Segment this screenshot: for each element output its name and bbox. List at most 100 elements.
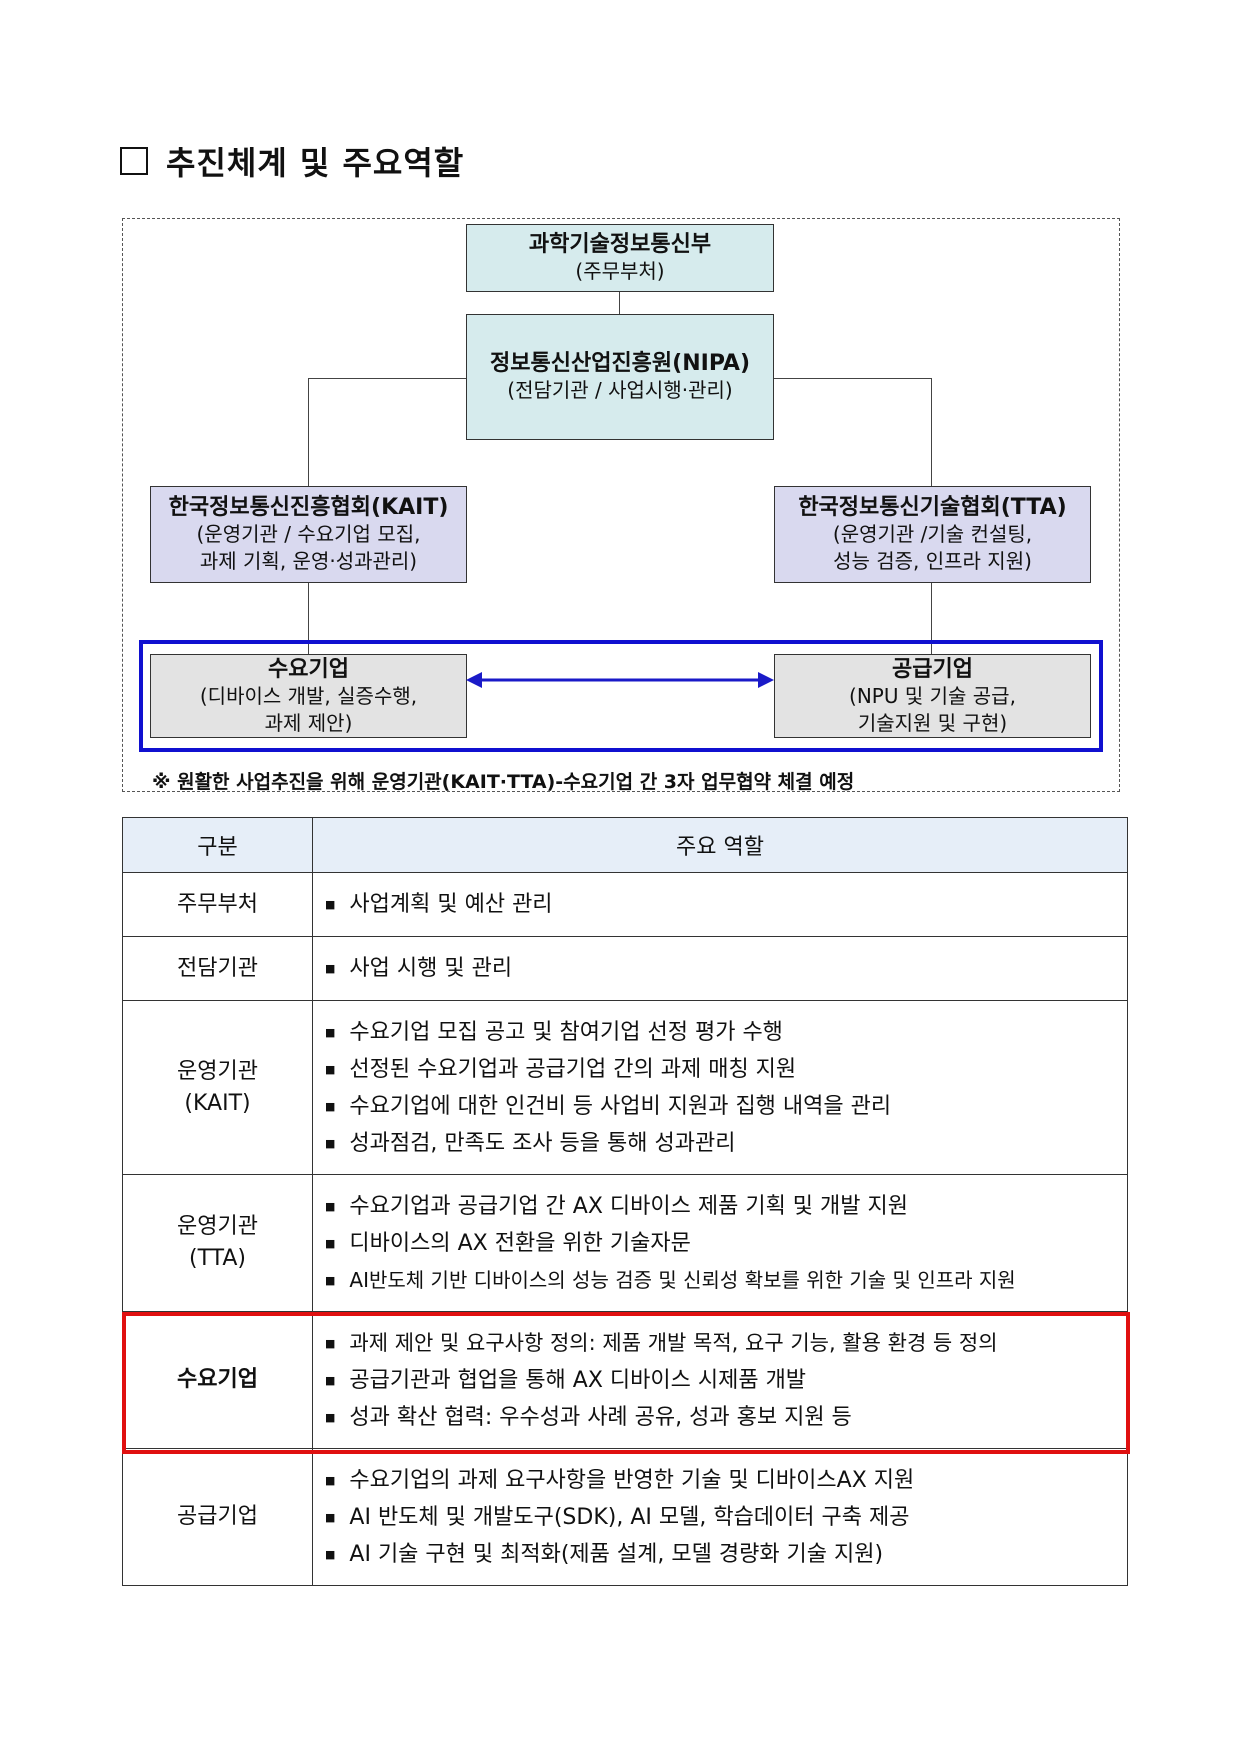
demand-role-line1: (디바이스 개발, 실증수행, — [199, 683, 418, 708]
list-item: ■ 사업 시행 및 관리 — [325, 950, 1117, 987]
table-row: 수요기업 ■ 과제 제안 및 요구사항 정의: 제품 개발 목적, 요구 기능, 활… — [122, 1311, 1128, 1449]
list-item: ■ 디바이스의 AX 전환을 위한 기술자문 — [325, 1225, 1117, 1262]
tta-role-line1: (운영기관 /기술 컨설팅, — [832, 522, 1033, 546]
roles-cell: ■사업계획 및 예산 관리 — [312, 872, 1128, 937]
list-item: ■ 과제 제안 및 요구사항 정의: 제품 개발 목적, 요구 기능, 활용 환경… — [325, 1325, 1117, 1362]
square-bullet-icon: ■ — [325, 1236, 336, 1250]
category-cell: 수요기업 — [122, 1311, 313, 1449]
demand-name: 수요기업 — [268, 656, 349, 682]
roles-list: ■ 수요기업의 과제 요구사항을 반영한 기술 및 디바이스AX 지원 ■AI 반도… — [325, 1462, 1117, 1573]
list-item: ■AI 반도체 및 개발도구(SDK), AI 모델, 학습데이터 구축 제공 — [325, 1499, 1117, 1536]
tta-name: 한국정보통신기술협회(TTA) — [798, 495, 1067, 520]
role-text: 선정된 수요기업과 공급기업 간의 과제 매칭 지원 — [349, 1056, 797, 1082]
square-bullet-icon: ■ — [325, 1510, 336, 1524]
kait-role-line1: (운영기관 / 수요기업 모집, — [196, 522, 421, 546]
role-text: 디바이스의 AX 전환을 위한 기술자문 — [349, 1230, 691, 1256]
connector-tta-supply — [931, 583, 932, 654]
square-bullet-icon: ■ — [325, 1336, 336, 1350]
supply-role-line1: (NPU 및 기술 공급, — [849, 683, 1016, 708]
role-text: 사업 시행 및 관리 — [349, 956, 513, 981]
msit-box: 과학기술정보통신부 (주무부처) — [466, 224, 774, 292]
tta-role-line2: 성능 검증, 인프라 지원) — [833, 549, 1032, 573]
connector-nipa-right — [774, 378, 932, 379]
list-item: ■ AI 기술 구현 및 최적화(제품 설계, 모델 경량화 기술 지원) — [325, 1536, 1117, 1573]
demand-box: 수요기업 (디바이스 개발, 실증수행, 과제 제안) — [150, 654, 467, 738]
category-text: 공급기업 — [177, 1504, 258, 1529]
table-row: 전담기관 ■ 사업 시행 및 관리 — [122, 936, 1128, 1001]
org-diagram-frame — [122, 218, 1120, 792]
nipa-name: 정보통신산업진흥원(NIPA) — [490, 351, 750, 376]
category-cell: 운영기관 (KAIT) — [122, 1000, 313, 1175]
table-row: 운영기관 (TTA) ■ 수요기업과 공급기업 간 AX 디바이스 제품 기획 및 개… — [122, 1174, 1128, 1312]
category-text: 전담기관 — [177, 955, 258, 981]
roles-list: ■사업계획 및 예산 관리 — [325, 886, 1117, 923]
role-text: 수요기업의 과제 요구사항을 반영한 기술 및 디바이스AX 지원 — [349, 1467, 915, 1493]
square-bullet-icon: ■ — [325, 1547, 336, 1561]
category-cell: 공급기업 — [122, 1448, 313, 1586]
roles-list: ■ 수요기업 모집 공고 및 참여기업 선정 평가 수행 ■ 선정된 수요기업과 공급… — [325, 1014, 1117, 1162]
role-text: 수요기업에 대한 인건비 등 사업비 지원과 집행 내역을 관리 — [349, 1093, 892, 1119]
roles-list: ■ 과제 제안 및 요구사항 정의: 제품 개발 목적, 요구 기능, 활용 환경… — [325, 1325, 1117, 1436]
supply-box: 공급기업 (NPU 및 기술 공급, 기술지원 및 구현) — [774, 654, 1091, 738]
list-item: ■사업계획 및 예산 관리 — [325, 886, 1117, 923]
category-text: (KAIT) — [184, 1090, 251, 1116]
category-text: 운영기관 — [177, 1214, 258, 1239]
msit-name: 과학기술정보통신부 — [528, 232, 712, 257]
category-cell: 전담기관 — [122, 936, 313, 1001]
connector-msit-nipa — [619, 292, 620, 314]
kait-box: 한국정보통신진흥협회(KAIT) (운영기관 / 수요기업 모집, 과제 기획,… — [150, 486, 467, 583]
role-text: 공급기관과 협업을 통해 AX 디바이스 시제품 개발 — [349, 1367, 807, 1393]
supply-name: 공급기업 — [892, 656, 973, 682]
list-item: ■ 수요기업에 대한 인건비 등 사업비 지원과 집행 내역을 관리 — [325, 1088, 1117, 1125]
roles-cell: ■ 사업 시행 및 관리 — [312, 936, 1128, 1001]
double-arrow-icon — [466, 672, 774, 688]
diagram-note: ※ 원활한 사업추진을 위해 운영기관(KAIT·TTA)-수요기업 간 3자 … — [152, 771, 855, 793]
nipa-box: 정보통신산업진흥원(NIPA) (전담기관 / 사업시행·관리) — [466, 314, 774, 440]
square-bullet-icon: ■ — [325, 1473, 336, 1487]
square-bullet-icon: ■ — [325, 898, 336, 911]
role-text: 수요기업과 공급기업 간 AX 디바이스 제품 기획 및 개발 지원 — [349, 1193, 908, 1219]
kait-role-line2: 과제 기획, 운영·성과관리) — [199, 549, 418, 573]
square-bullet-icon: ■ — [325, 1025, 336, 1039]
header-category: 구분 — [122, 817, 313, 873]
section-title-text: 추진체계 및 주요역할 — [166, 144, 465, 182]
category-text: (TTA) — [189, 1246, 246, 1271]
list-item: ■ 공급기관과 협업을 통해 AX 디바이스 시제품 개발 — [325, 1362, 1117, 1399]
demand-role-line2: 과제 제안) — [264, 710, 353, 735]
connector-kait-demand — [308, 583, 309, 654]
role-text: 성과 확산 협력: 우수성과 사례 공유, 성과 홍보 지원 등 — [349, 1404, 852, 1430]
role-text: 수요기업 모집 공고 및 참여기업 선정 평가 수행 — [349, 1019, 783, 1045]
header-roles: 주요 역할 — [312, 817, 1128, 873]
square-bullet-icon: ■ — [325, 1062, 336, 1076]
category-text: 운영기관 — [177, 1058, 258, 1084]
roles-cell: ■ 과제 제안 및 요구사항 정의: 제품 개발 목적, 요구 기능, 활용 환경… — [312, 1311, 1128, 1449]
section-title: 추진체계 및 주요역할 — [120, 138, 464, 184]
square-bullet-icon: ■ — [325, 1273, 336, 1287]
table-header-row: 구분 주요 역할 — [122, 817, 1128, 873]
role-text: 과제 제안 및 요구사항 정의: 제품 개발 목적, 요구 기능, 활용 환경 … — [349, 1330, 998, 1355]
role-text: AI반도체 기반 디바이스의 성능 검증 및 신뢰성 확보를 위한 기술 및 인… — [349, 1267, 1016, 1292]
list-item: ■ 수요기업의 과제 요구사항을 반영한 기술 및 디바이스AX 지원 — [325, 1462, 1117, 1499]
tta-box: 한국정보통신기술협회(TTA) (운영기관 /기술 컨설팅, 성능 검증, 인프… — [774, 486, 1091, 583]
square-bullet-icon: ■ — [325, 1199, 336, 1213]
square-bullet-icon — [120, 147, 148, 175]
roles-list: ■ 사업 시행 및 관리 — [325, 950, 1117, 987]
roles-cell: ■ 수요기업과 공급기업 간 AX 디바이스 제품 기획 및 개발 지원 ■ 디바이스… — [312, 1174, 1128, 1312]
table-row: 공급기업■수요기업의 과제 요구사항을 반영한 기술 및 디바이스AX 지원■A… — [122, 1448, 1128, 1586]
kait-name: 한국정보통신진흥협회(KAIT) — [168, 495, 449, 520]
category-text: 수요기업 — [177, 1367, 258, 1392]
square-bullet-icon: ■ — [325, 1410, 336, 1424]
square-bullet-icon: ■ — [325, 1099, 336, 1113]
square-bullet-icon: ■ — [325, 962, 336, 975]
role-text: AI 기술 구현 및 최적화(제품 설계, 모델 경량화 기술 지원) — [349, 1541, 884, 1567]
square-bullet-icon: ■ — [325, 1373, 336, 1387]
table-row: 운영기관 (KAIT) ■ 수요기업 모집 공고 및 참여기업 선정 평가 수행 ■ 선정… — [122, 1000, 1128, 1175]
category-cell: 운영기관 (TTA) — [122, 1174, 313, 1312]
connector-nipa-left — [308, 378, 466, 379]
nipa-role: (전담기관 / 사업시행·관리) — [507, 378, 733, 402]
connector-right-down — [931, 378, 932, 486]
enterprise-highlight-box — [139, 640, 1103, 752]
roles-cell: ■ 수요기업 모집 공고 및 참여기업 선정 평가 수행 ■ 선정된 수요기업과 공급… — [312, 1000, 1128, 1175]
square-bullet-icon: ■ — [325, 1136, 336, 1150]
list-item: ■ 수요기업과 공급기업 간 AX 디바이스 제품 기획 및 개발 지원 — [325, 1188, 1117, 1225]
